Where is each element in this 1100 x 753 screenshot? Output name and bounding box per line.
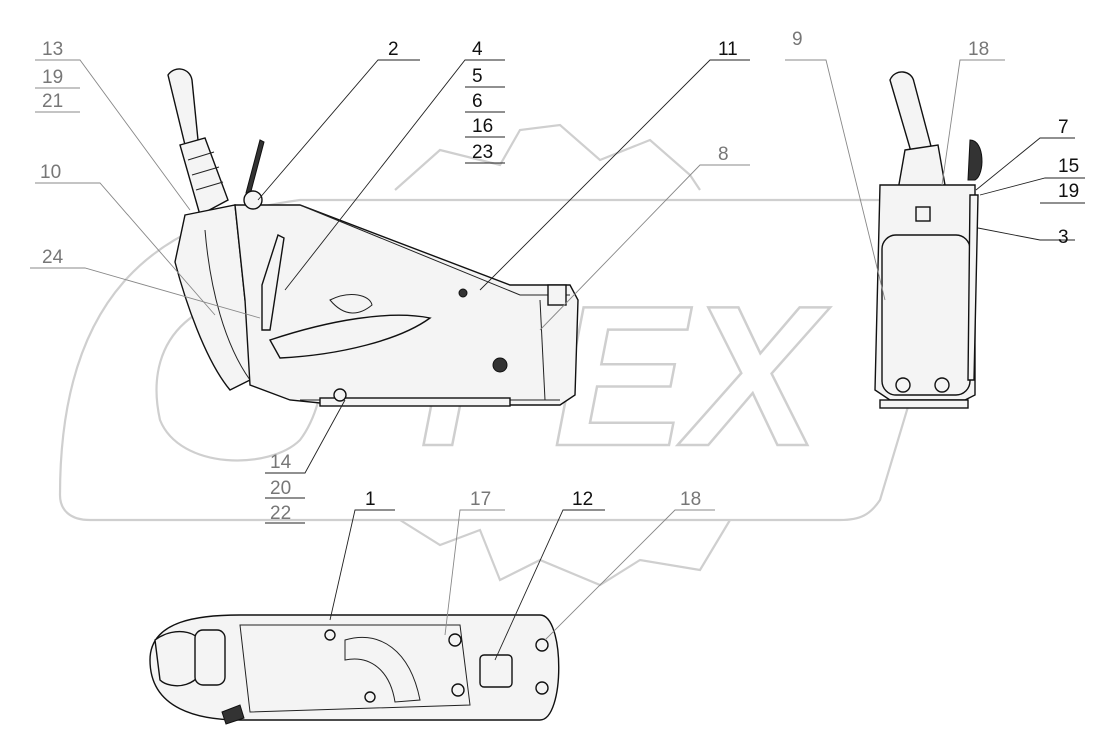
- callout-21: 21: [42, 91, 63, 112]
- mounting-rail: [319, 397, 511, 407]
- top-joystick-boot: [194, 629, 226, 686]
- callout-boxes: [35, 86, 1085, 524]
- callout-22: 22: [270, 503, 291, 524]
- callout-19-right: 19: [1058, 181, 1079, 202]
- callout-3: 3: [1058, 227, 1069, 248]
- connector-block: [547, 284, 567, 306]
- armrest-grip-recess: [268, 314, 432, 359]
- leader-lines: [30, 59, 1085, 661]
- front-lever: [967, 139, 983, 181]
- callout-7: 7: [1058, 117, 1069, 138]
- callout-4: 4: [472, 39, 483, 60]
- top-lever: [221, 704, 245, 725]
- front-joystick-handle: [889, 71, 933, 156]
- top-bolt-3: [448, 633, 462, 647]
- front-rail: [879, 399, 969, 409]
- callout-11: 11: [718, 39, 738, 60]
- top-bolt-6: [535, 681, 549, 695]
- front-switch: [915, 206, 931, 222]
- callout-20: 20: [270, 478, 291, 499]
- callout-23: 23: [472, 142, 493, 163]
- front-bolt-right: [934, 377, 950, 393]
- callout-13: 13: [42, 39, 63, 60]
- joystick-handle: [167, 68, 199, 146]
- callout-1: 1: [365, 489, 376, 510]
- front-bolt-left: [895, 377, 911, 393]
- callout-24: 24: [42, 247, 64, 268]
- front-panel: [881, 234, 971, 396]
- bottom-bolt: [333, 388, 347, 402]
- callout-18-top: 18: [968, 39, 989, 60]
- callout-12: 12: [572, 489, 593, 510]
- callout-labels: 13 19 21 2 4 5 6 16 23 11 10 8 24 14 20 …: [40, 29, 1079, 524]
- armrest-body: [234, 204, 579, 406]
- callout-14: 14: [270, 452, 292, 473]
- watermark-gear-bottom-icon: [399, 519, 731, 587]
- callout-5: 5: [472, 66, 483, 87]
- joystick-boot: [179, 137, 229, 217]
- callout-16: 16: [472, 116, 493, 137]
- mount-bolt: [492, 357, 508, 373]
- front-rod: [967, 194, 979, 381]
- callout-8: 8: [718, 144, 729, 165]
- callout-15: 15: [1058, 156, 1079, 177]
- top-bolt-1: [324, 629, 336, 641]
- callout-17: 17: [470, 489, 491, 510]
- front-view: [874, 71, 983, 409]
- hole-mark: [458, 288, 468, 298]
- callout-9: 9: [792, 29, 803, 50]
- callout-6: 6: [472, 91, 483, 112]
- top-bolt-2: [364, 691, 376, 703]
- pivot-bolt: [243, 190, 263, 210]
- side-view: [167, 68, 579, 407]
- top-bolt-4: [451, 683, 465, 697]
- callout-2: 2: [388, 39, 399, 60]
- top-bolt-5: [535, 638, 549, 652]
- callout-10: 10: [40, 162, 61, 183]
- lever-spring: [261, 234, 285, 331]
- front-joystick-boot: [897, 144, 946, 191]
- top-switch: [479, 654, 513, 688]
- callout-19: 19: [42, 67, 63, 88]
- top-view: [149, 614, 560, 725]
- callout-18-bottom: 18: [680, 489, 701, 510]
- watermark-gear-top-icon: [394, 123, 701, 191]
- lever-rod: [245, 139, 265, 196]
